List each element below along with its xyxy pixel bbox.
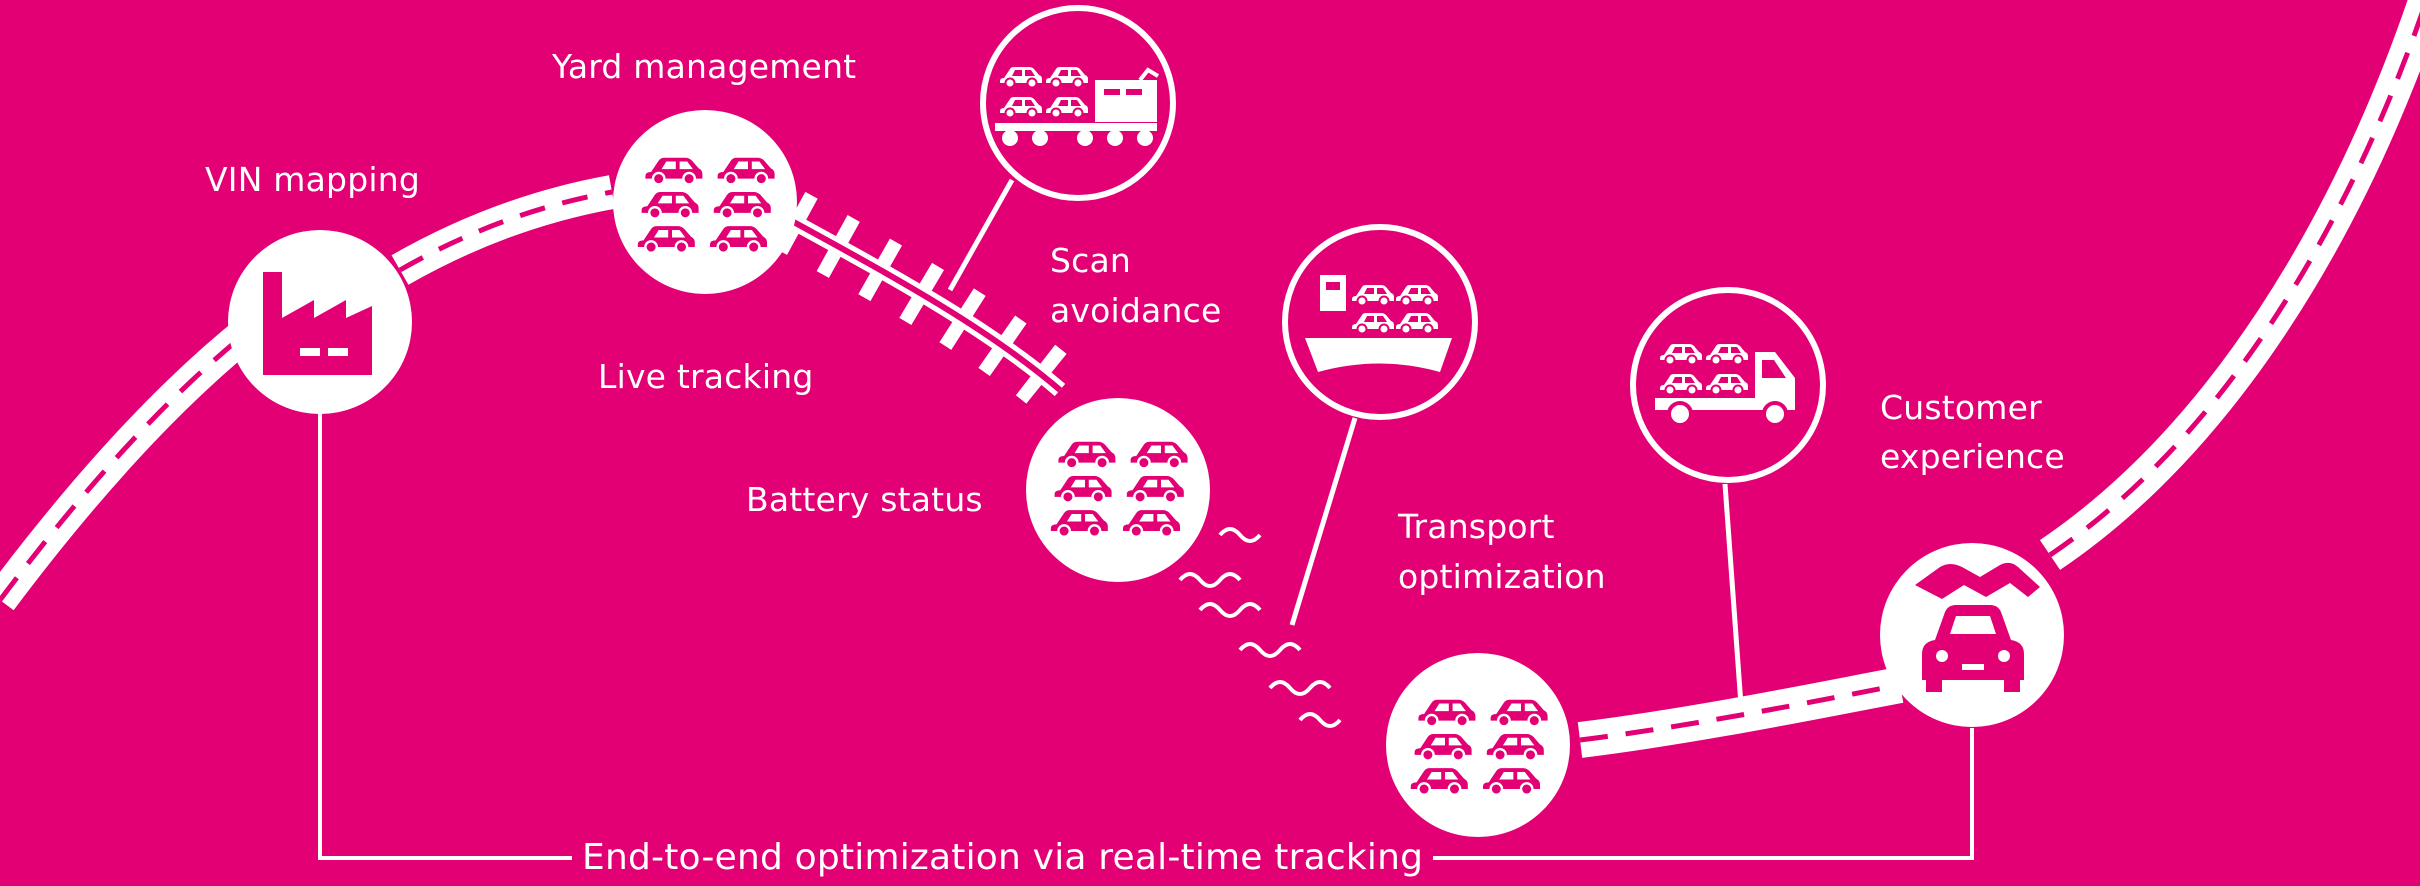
ship-cars-icon [1282, 224, 1478, 420]
car-group-icon-battery [1026, 398, 1210, 582]
rail-track [774, 191, 1081, 415]
waves [1178, 527, 1342, 728]
label-yard-management: Yard management [552, 47, 857, 86]
car-group-icon-transport [1386, 653, 1570, 837]
car-group-icon-yard [613, 110, 797, 294]
label-transport: Transport [1398, 507, 1555, 546]
label-bottom-caption: End-to-end optimization via real-time tr… [572, 836, 1434, 880]
label-optimization: optimization [1398, 557, 1606, 596]
truck-cars-icon [1630, 287, 1826, 483]
road-left [0, 316, 261, 611]
train-cars-icon [980, 5, 1176, 201]
road-bottom [1577, 667, 1904, 758]
label-scan: Scan [1050, 241, 1132, 280]
road-factory-yard [391, 175, 616, 285]
connector-train [947, 178, 1015, 292]
factory-icon [228, 230, 412, 414]
label-experience: experience [1880, 437, 2065, 476]
handshake-car-icon [1880, 543, 2064, 727]
label-avoidance: avoidance [1050, 291, 1222, 330]
label-battery-status: Battery status [746, 480, 983, 519]
connector-truck [1722, 483, 1744, 706]
label-customer: Customer [1880, 388, 2042, 427]
road-right [2039, 0, 2420, 570]
connector-ship [1289, 417, 1358, 626]
label-vin-mapping: VIN mapping [205, 160, 420, 199]
label-live-tracking: Live tracking [598, 357, 814, 396]
